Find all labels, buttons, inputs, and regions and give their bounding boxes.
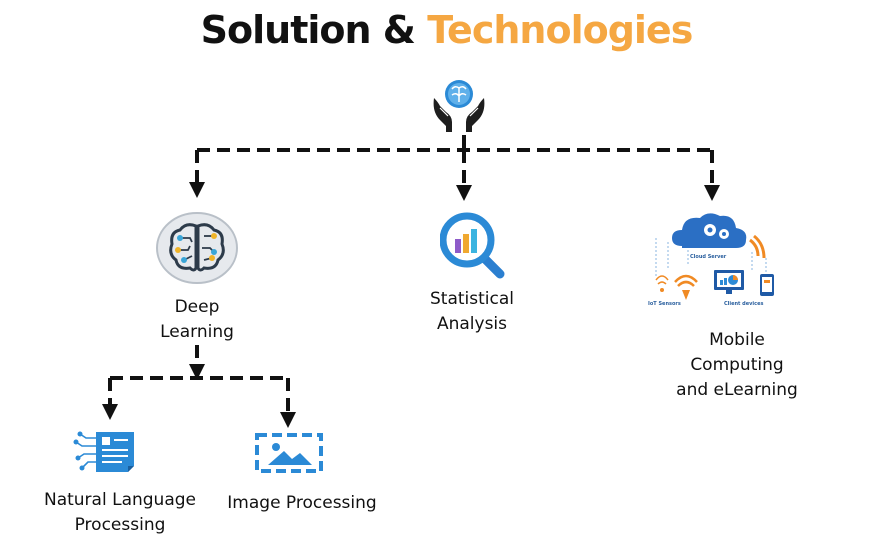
nlp-label: Natural Language Processing: [30, 488, 210, 538]
mobile-computing-line3: and eLearning: [676, 380, 798, 400]
brain-in-hands-icon: [428, 76, 490, 134]
image-processing-line1: Image Processing: [227, 493, 377, 513]
deep-learning-line1: Deep: [174, 297, 220, 317]
diagram-title: Solution & Technologies: [0, 8, 893, 52]
image-processing-label: Image Processing: [217, 491, 387, 516]
document-nodes-icon: [72, 428, 138, 474]
cloud-iot-network-icon: Cloud Server IoT Sensors Client devices: [642, 208, 782, 308]
client-devices-label: Client devices: [724, 301, 763, 307]
iot-sensors-label: IoT Sensors: [648, 301, 681, 307]
neural-brain-icon: [156, 212, 238, 284]
nlp-line1: Natural Language: [43, 490, 196, 510]
statistical-analysis-label: Statistical Analysis: [412, 287, 532, 337]
deep-learning-label: Deep Learning: [137, 295, 257, 345]
magnifier-chart-icon: [439, 212, 506, 280]
mobile-computing-line1: Mobile: [709, 330, 765, 350]
mobile-computing-line2: Computing: [690, 355, 784, 375]
title-main: Solution &: [200, 8, 416, 52]
statistical-analysis-line1: Statistical: [430, 289, 514, 309]
cloud-server-label: Cloud Server: [690, 254, 727, 260]
deep-learning-line2: Learning: [160, 322, 234, 342]
image-frame-icon: [254, 432, 324, 474]
mobile-computing-label: Mobile Computing and eLearning: [667, 328, 807, 403]
title-accent: Technologies: [427, 8, 693, 52]
statistical-analysis-line2: Analysis: [436, 314, 508, 334]
nlp-line2: Processing: [74, 515, 166, 535]
